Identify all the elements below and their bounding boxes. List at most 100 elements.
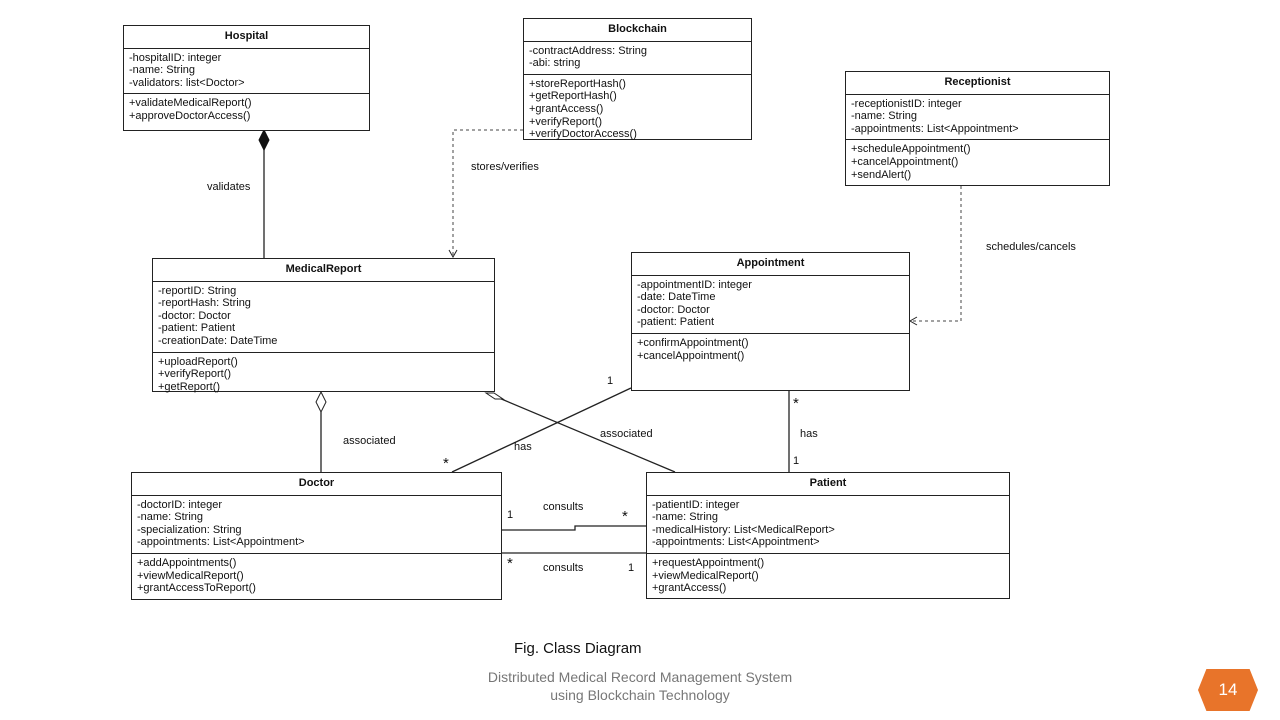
appointment-class: Appointment -appointmentID: integer -dat… bbox=[631, 252, 910, 391]
attribute: -receptionistID: integer bbox=[851, 97, 962, 110]
multiplicity-consults-top-star: * bbox=[622, 508, 628, 525]
attribute: -medicalHistory: List<MedicalReport> bbox=[652, 523, 835, 536]
method: +getReport() bbox=[158, 380, 221, 393]
has-patient-label: has bbox=[800, 428, 818, 440]
stores-verifies-label: stores/verifies bbox=[471, 161, 539, 173]
method: +cancelAppointment() bbox=[637, 349, 745, 362]
attribute-list: -contractAddress: String -abi: string bbox=[524, 42, 751, 75]
schedules-cancels-label: schedules/cancels bbox=[986, 241, 1076, 253]
attribute: -validators: list<Doctor> bbox=[129, 76, 245, 89]
validates-label: validates bbox=[207, 181, 251, 193]
multiplicity-appt-patient-star: * bbox=[793, 395, 799, 412]
attribute: -patient: Patient bbox=[637, 316, 715, 329]
method: +grantAccess() bbox=[529, 102, 604, 115]
figure-caption: Fig. Class Diagram bbox=[514, 640, 642, 657]
receptionist-class: Receptionist -receptionistID: integer -n… bbox=[845, 71, 1110, 186]
attribute: -reportID: String bbox=[158, 284, 237, 297]
stores-verifies-line bbox=[448, 129, 523, 259]
associated-patient-label: associated bbox=[600, 428, 653, 440]
method-list: +confirmAppointment() +cancelAppointment… bbox=[632, 334, 909, 365]
slide-footer: Distributed Medical Record Management Sy… bbox=[440, 668, 840, 704]
method-list: +storeReportHash() +getReportHash() +gra… bbox=[524, 75, 751, 144]
attribute: -reportHash: String bbox=[158, 297, 251, 310]
method: +cancelAppointment() bbox=[851, 155, 959, 168]
method: +viewMedicalReport() bbox=[137, 569, 244, 582]
attribute: -patient: Patient bbox=[158, 322, 236, 335]
appointment-doctor-line bbox=[451, 387, 632, 473]
method: +grantAccessToReport() bbox=[137, 582, 256, 595]
consults-top-line bbox=[502, 525, 646, 531]
attribute: -appointments: List<Appointment> bbox=[851, 122, 1019, 135]
method: +scheduleAppointment() bbox=[851, 143, 971, 156]
footer-line-1: Distributed Medical Record Management Sy… bbox=[487, 669, 793, 685]
method-list: +validateMedicalReport() +approveDoctorA… bbox=[124, 94, 369, 125]
method: +uploadReport() bbox=[158, 355, 238, 368]
multiplicity-appt-patient-1: 1 bbox=[793, 455, 800, 467]
method: +sendAlert() bbox=[851, 168, 912, 181]
blockchain-class: Blockchain -contractAddress: String -abi… bbox=[523, 18, 752, 140]
method: +grantAccess() bbox=[652, 582, 727, 595]
attribute-list: -hospitalID: integer -name: String -vali… bbox=[124, 49, 369, 95]
method-list: +scheduleAppointment() +cancelAppointmen… bbox=[846, 140, 1109, 184]
method: +addAppointments() bbox=[137, 556, 237, 569]
method-list: +addAppointments() +viewMedicalReport() … bbox=[132, 554, 501, 598]
multiplicity-appt-doctor-1: 1 bbox=[607, 375, 614, 387]
class-title: Blockchain bbox=[524, 19, 751, 42]
attribute: -name: String bbox=[137, 511, 204, 524]
attribute: -date: DateTime bbox=[637, 291, 716, 304]
attribute: -appointments: List<Appointment> bbox=[137, 536, 305, 549]
schedules-cancels-line bbox=[908, 186, 962, 326]
attribute: -specialization: String bbox=[137, 523, 242, 536]
attribute-list: -reportID: String -reportHash: String -d… bbox=[153, 282, 494, 353]
attribute: -appointments: List<Appointment> bbox=[652, 536, 820, 549]
attribute-list: -receptionistID: integer -name: String -… bbox=[846, 95, 1109, 141]
method-list: +requestAppointment() +viewMedicalReport… bbox=[647, 554, 1009, 598]
page-number-badge: 14 bbox=[1198, 669, 1258, 711]
class-title: Appointment bbox=[632, 253, 909, 276]
attribute: -creationDate: DateTime bbox=[158, 334, 278, 347]
method: +approveDoctorAccess() bbox=[129, 109, 251, 122]
attribute: -patientID: integer bbox=[652, 498, 740, 511]
class-title: Doctor bbox=[132, 473, 501, 496]
hospital-class: Hospital -hospitalID: integer -name: Str… bbox=[123, 25, 370, 131]
attribute-list: -doctorID: integer -name: String -specia… bbox=[132, 496, 501, 554]
aggregation-diamond-patient bbox=[484, 392, 505, 400]
method-list: +uploadReport() +verifyReport() +getRepo… bbox=[153, 353, 494, 397]
composition-diamond bbox=[258, 128, 270, 152]
method: +verifyReport() bbox=[158, 368, 232, 381]
class-title: Hospital bbox=[124, 26, 369, 49]
method: +verifyDoctorAccess() bbox=[529, 128, 637, 141]
doctor-class: Doctor -doctorID: integer -name: String … bbox=[131, 472, 502, 600]
attribute: -hospitalID: integer bbox=[129, 51, 222, 64]
attribute-list: -appointmentID: integer -date: DateTime … bbox=[632, 276, 909, 334]
has-doctor-label: has bbox=[514, 441, 532, 453]
class-title: Receptionist bbox=[846, 72, 1109, 95]
method: +getReportHash() bbox=[529, 90, 617, 103]
attribute: -name: String bbox=[851, 110, 918, 123]
patient-class: Patient -patientID: integer -name: Strin… bbox=[646, 472, 1010, 599]
method: +confirmAppointment() bbox=[637, 336, 749, 349]
method: +requestAppointment() bbox=[652, 556, 765, 569]
multiplicity-consults-top-1: 1 bbox=[507, 509, 514, 521]
attribute: -abi: string bbox=[529, 57, 581, 70]
footer-line-2: using Blockchain Technology bbox=[550, 687, 730, 703]
method: +verifyReport() bbox=[529, 115, 603, 128]
method: +storeReportHash() bbox=[529, 77, 626, 90]
attribute: -name: String bbox=[129, 64, 196, 77]
attribute-list: -patientID: integer -name: String -medic… bbox=[647, 496, 1009, 554]
attribute: -appointmentID: integer bbox=[637, 278, 752, 291]
class-title: Patient bbox=[647, 473, 1009, 496]
class-title: MedicalReport bbox=[153, 259, 494, 282]
attribute: -doctor: Doctor bbox=[637, 303, 710, 316]
method: +viewMedicalReport() bbox=[652, 569, 759, 582]
attribute: -name: String bbox=[652, 511, 719, 524]
multiplicity-consults-bottom-1: 1 bbox=[628, 562, 635, 574]
consults-top-label: consults bbox=[543, 501, 584, 513]
multiplicity-consults-bottom-star: * bbox=[507, 555, 513, 572]
report-patient-line bbox=[498, 397, 676, 473]
attribute: -doctor: Doctor bbox=[158, 309, 231, 322]
attribute: -contractAddress: String bbox=[529, 44, 647, 57]
attribute: -doctorID: integer bbox=[137, 498, 222, 511]
multiplicity-appt-doctor-star: * bbox=[443, 455, 449, 472]
